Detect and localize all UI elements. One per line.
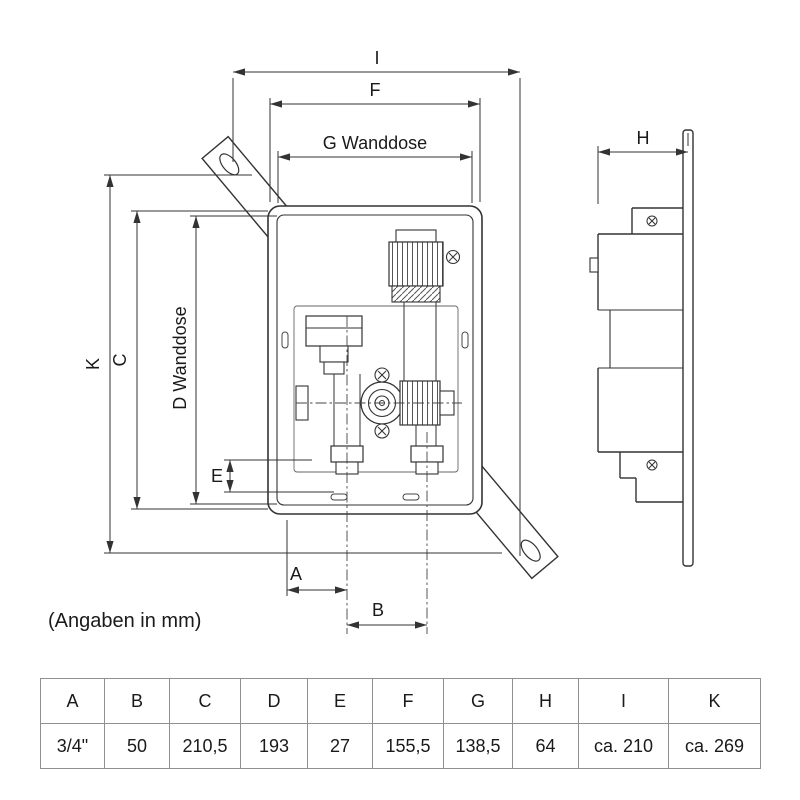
dimension-h bbox=[597, 133, 689, 204]
dimension-k bbox=[104, 174, 502, 554]
table-value-k: ca. 269 bbox=[668, 723, 761, 769]
table-header-d: D bbox=[240, 678, 308, 724]
dim-label-d: D Wanddose bbox=[170, 306, 190, 409]
wall-flange bbox=[682, 129, 694, 567]
table-value-f: 155,5 bbox=[372, 723, 444, 769]
dim-label-e: E bbox=[211, 466, 223, 486]
dim-label-k: K bbox=[83, 358, 103, 370]
table-value-e: 27 bbox=[307, 723, 373, 769]
dimension-g bbox=[277, 151, 473, 203]
table-value-h: 64 bbox=[512, 723, 579, 769]
dimension-c bbox=[131, 210, 268, 510]
dimension-lines bbox=[104, 68, 689, 629]
units-note: (Angaben in mm) bbox=[48, 610, 202, 632]
table-header-g: G bbox=[443, 678, 513, 724]
dimension-f bbox=[269, 98, 481, 202]
dimension-i bbox=[232, 68, 521, 556]
table-header-row: A B C D E F G H I K bbox=[40, 678, 761, 724]
terminal-block bbox=[388, 229, 461, 381]
dimension-a bbox=[286, 520, 347, 596]
screw-icon bbox=[374, 423, 390, 439]
table-value-i: ca. 210 bbox=[578, 723, 669, 769]
table-header-f: F bbox=[372, 678, 444, 724]
dimension-table: A B C D E F G H I K 3/4" 50 210,5 193 27… bbox=[40, 678, 761, 769]
dim-label-f: F bbox=[370, 80, 381, 100]
table-header-h: H bbox=[512, 678, 579, 724]
bracket-slot-hole bbox=[219, 153, 240, 176]
table-header-e: E bbox=[307, 678, 373, 724]
table-value-b: 50 bbox=[104, 723, 170, 769]
table-value-g: 138,5 bbox=[443, 723, 513, 769]
dim-label-a: A bbox=[290, 564, 302, 584]
dimension-e bbox=[224, 459, 334, 493]
table-header-c: C bbox=[169, 678, 241, 724]
bottom-slot-right bbox=[402, 493, 420, 501]
screw-icon bbox=[374, 367, 390, 383]
dim-label-g: G Wanddose bbox=[323, 133, 427, 153]
side-slot-right bbox=[461, 331, 469, 349]
table-value-a: 3/4" bbox=[40, 723, 105, 769]
table-value-row: 3/4" 50 210,5 193 27 155,5 138,5 64 ca. … bbox=[40, 723, 761, 769]
dim-label-c: C bbox=[110, 354, 130, 367]
table-value-c: 210,5 bbox=[169, 723, 241, 769]
table-header-k: K bbox=[668, 678, 761, 724]
dimension-d bbox=[190, 215, 277, 505]
dim-label-i: I bbox=[374, 48, 379, 68]
bracket-slot-hole bbox=[520, 539, 541, 562]
front-view bbox=[201, 135, 559, 580]
inner-mounting-plate bbox=[293, 305, 459, 473]
screw-icon bbox=[445, 249, 461, 265]
table-value-d: 193 bbox=[240, 723, 308, 769]
side-view bbox=[589, 129, 694, 567]
centerlines bbox=[296, 316, 462, 634]
table-header-b: B bbox=[104, 678, 170, 724]
dimension-drawing: I F G Wanddose H K C D Wanddose E A B bbox=[83, 48, 694, 634]
dim-label-h: H bbox=[637, 128, 650, 148]
screw-icon bbox=[646, 215, 658, 227]
side-slot-left bbox=[281, 331, 289, 349]
screw-icon bbox=[646, 459, 658, 471]
retaining-clip bbox=[589, 257, 599, 273]
table-header-a: A bbox=[40, 678, 105, 724]
table-header-i: I bbox=[578, 678, 669, 724]
dim-label-b: B bbox=[372, 600, 384, 620]
